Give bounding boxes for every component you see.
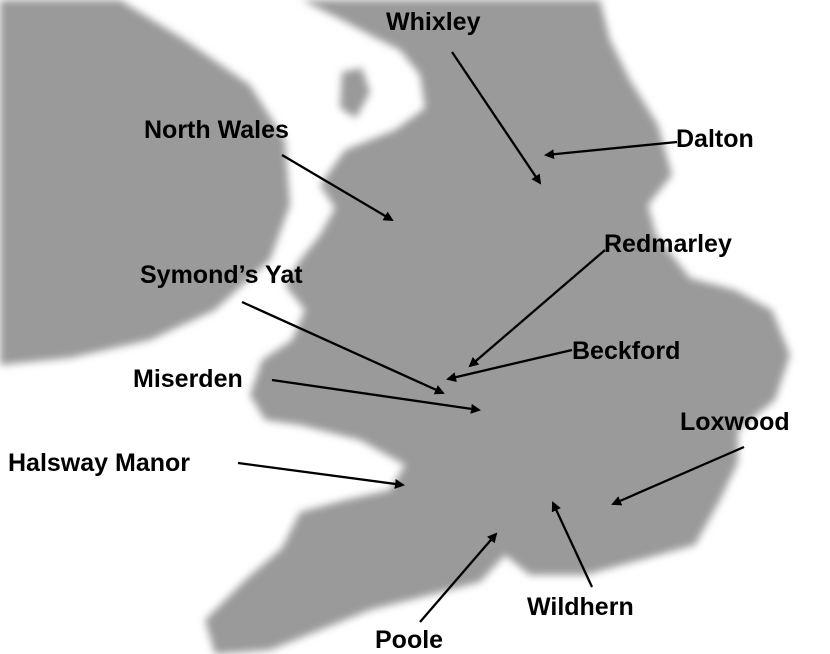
label-dalton: Dalton [676, 125, 754, 153]
label-whixley: Whixley [386, 8, 481, 36]
arrow-loxwood [611, 445, 745, 506]
arrow-north-wales [281, 154, 394, 222]
isle-of-man [340, 68, 370, 118]
label-poole: Poole [375, 626, 444, 654]
label-loxwood: Loxwood [680, 408, 790, 436]
arrow-whixley [451, 51, 542, 185]
arrow-miserden [271, 378, 481, 414]
arrow-halsway-manor [237, 461, 405, 489]
label-halsway-manor: Halsway Manor [8, 449, 191, 477]
arrow-dalton [544, 140, 678, 160]
label-beckford: Beckford [572, 337, 681, 365]
label-miserden: Miserden [133, 365, 243, 393]
label-redmarley: Redmarley [604, 230, 732, 258]
label-wildhern: Wildhern [527, 593, 634, 621]
great-britain-landmass [205, 0, 790, 654]
label-symonds-yat: Symond’s Yat [140, 261, 303, 289]
arrow-beckford [446, 348, 573, 383]
arrow-poole [419, 532, 498, 623]
label-north-wales: North Wales [144, 116, 289, 144]
arrow-symonds-yat [241, 300, 445, 395]
ireland-landmass [0, 0, 290, 365]
arrow-redmarley [468, 249, 606, 368]
arrow-wildhern [551, 501, 594, 588]
